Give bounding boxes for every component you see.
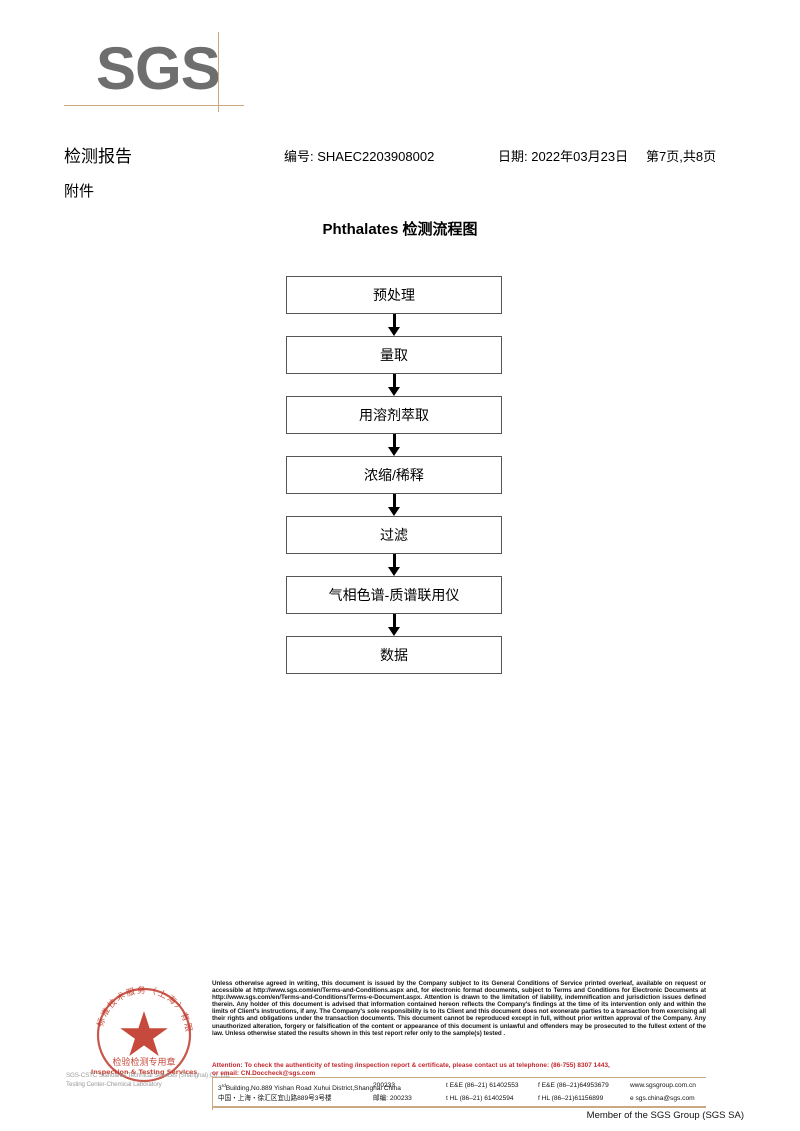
address-zip-cn: 邮编: 200233: [373, 1095, 412, 1102]
report-date: 日期: 2022年03月23日: [498, 149, 629, 164]
stamp-company-line2: Testing Center-Chemical Laboratory: [66, 1081, 162, 1088]
sgs-logo-text: SGS: [96, 35, 221, 102]
official-stamp-icon: 标准技术服务（上海）有限公司 检验检测专用章 Inspection & Test…: [78, 983, 197, 1083]
svg-text:检验检测专用章: 检验检测专用章: [112, 1056, 175, 1068]
address-row-cn: 中国・上海・徐汇区宜山路889号3号楼 邮编: 200233 t HL (86–…: [218, 1092, 718, 1105]
page-title: 检测报告: [64, 147, 132, 166]
tel-hl: t HL (86–21) 61402594: [446, 1095, 514, 1102]
attachment-label: 附件: [64, 183, 95, 200]
tel-ee: t E&E (86–21) 61402553: [446, 1082, 519, 1089]
address-street-cn: 中国・上海・徐汇区宜山路889号3号楼: [218, 1095, 332, 1102]
document-footer: 标准技术服务（上海）有限公司 检验检测专用章 Inspection & Test…: [0, 975, 800, 1131]
flow-arrow-3: [286, 434, 502, 456]
attention-line-1: Attention: To check the authenticity of …: [212, 1062, 610, 1069]
member-of-group-label: Member of the SGS Group (SGS SA): [586, 1110, 744, 1121]
sgs-logo: SGS: [64, 32, 296, 116]
address-left-rule: [212, 1077, 213, 1110]
stamp-company-text: SGS-CSTC Standards Technical Services (S…: [66, 1071, 236, 1089]
flow-step-1: 预处理: [286, 276, 502, 314]
flow-arrow-1: [286, 314, 502, 336]
flow-arrow-2: [286, 374, 502, 396]
page-indicator: 第7页,共8页: [646, 149, 717, 164]
flow-arrow-6: [286, 614, 502, 636]
attention-line-2: or email: CN.Doccheck@sgs.com: [212, 1069, 316, 1077]
attention-notice: Attention: To check the authenticity of …: [212, 1062, 706, 1077]
flow-step-4: 浓缩/稀释: [286, 456, 502, 494]
report-number: 编号: SHAEC2203908002: [284, 149, 435, 164]
flow-step-5: 过滤: [286, 516, 502, 554]
website-link[interactable]: www.sgsgroup.com.cn: [630, 1082, 696, 1089]
flow-step-3: 用溶剂萃取: [286, 396, 502, 434]
fax-hl: f HL (86–21)61156899: [538, 1095, 604, 1102]
email-link[interactable]: e sgs.china@sgs.com: [630, 1095, 695, 1102]
logo-horizontal-rule: [64, 105, 244, 106]
svg-text:Inspection & Testing Services: Inspection & Testing Services: [91, 1068, 197, 1076]
fax-ee: f E&E (86–21)64953679: [538, 1082, 609, 1089]
address-top-rule: [212, 1077, 706, 1078]
flow-step-7: 数据: [286, 636, 502, 674]
logo-vertical-rule: [218, 32, 219, 112]
stamp-company-line1: SGS-CSTC Standards Technical Services (S…: [66, 1072, 231, 1079]
address-bottom-rule: [212, 1106, 706, 1108]
flow-step-6: 气相色谱-质谱联用仪: [286, 576, 502, 614]
legal-disclaimer: Unless otherwise agreed in writing, this…: [212, 980, 706, 1037]
flow-step-2: 量取: [286, 336, 502, 374]
document-header: 检测报告 编号: SHAEC2203908002 日期: 2022年03月23日…: [0, 142, 800, 168]
svg-text:标准技术服务（上海）有限公司: 标准技术服务（上海）有限公司: [78, 983, 194, 1034]
address-street-en: 3rdBuilding,No.889 Yishan Road Xuhui Dis…: [218, 1083, 401, 1093]
address-row-en: 3rdBuilding,No.889 Yishan Road Xuhui Dis…: [218, 1079, 718, 1092]
flow-arrow-5: [286, 554, 502, 576]
address-block: 3rdBuilding,No.889 Yishan Road Xuhui Dis…: [218, 1079, 718, 1105]
flow-arrow-4: [286, 494, 502, 516]
flowchart: 预处理 量取 用溶剂萃取 浓缩/稀释 过滤 气相色谱-质谱联用仪 数据: [286, 276, 504, 674]
flowchart-title: Phthalates 检测流程图: [322, 221, 478, 238]
legal-paragraph-text: Unless otherwise agreed in writing, this…: [212, 980, 706, 1037]
address-zip-en: 200233: [373, 1082, 396, 1089]
